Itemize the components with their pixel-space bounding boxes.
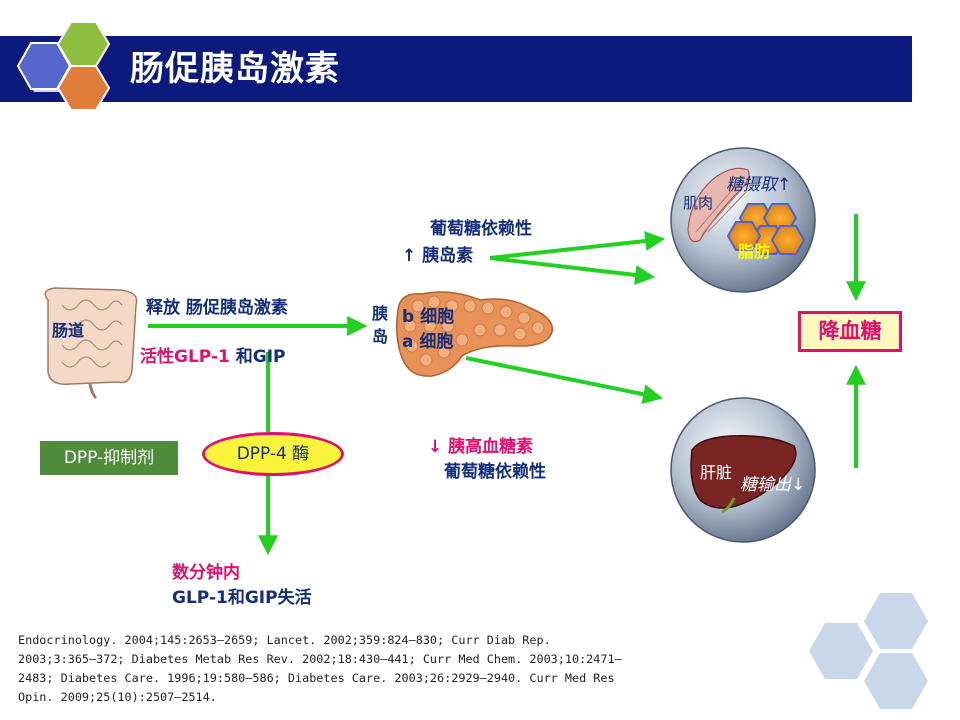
intestine-label: 肠道 — [52, 321, 85, 340]
glucagon-label: ↓ 胰高血糖素 — [428, 436, 533, 458]
release-label: 释放 肠促胰岛激素 — [146, 298, 288, 318]
active-glp1-suffix: 和GIP — [229, 347, 286, 367]
reference-line-4: Opin. 2009;25(10):2507–2514. — [18, 690, 217, 704]
liver-sphere — [670, 397, 816, 543]
glucagon-text: 胰高血糖素 — [448, 437, 534, 457]
glucose-uptake-label: 糖摄取↑ — [726, 175, 792, 195]
pancreas-label-1: 胰 — [372, 304, 389, 323]
fat-label: 脂肪 — [738, 242, 771, 261]
arrows — [148, 214, 866, 556]
minutes-label: 数分钟内 — [172, 563, 240, 583]
insulin-to-fat-arrow — [489, 256, 656, 285]
decorative-hexagons — [809, 593, 928, 709]
lower-blood-glucose-box: 降血糖 — [798, 311, 902, 352]
dpp-inhibitor-box: DPP-抑制剂 — [40, 441, 178, 475]
dpp4-enzyme-ellipse: DPP-4 酶 — [202, 432, 344, 476]
glucagon-to-liver-arrow — [465, 356, 663, 405]
active-glp1-label: 活性GLP-1 和GIP — [140, 346, 286, 368]
insulin-label: ↑ 胰岛素 — [402, 245, 473, 267]
glucose-dependent-bottom-label: 葡萄糖依赖性 — [444, 462, 546, 482]
insulin-text: 胰岛素 — [422, 246, 474, 266]
down-arrow-icon: ↓ — [428, 437, 443, 457]
slide-title: 肠促胰岛激素 — [130, 49, 340, 89]
inactivated-label: GLP-1和GIP失活 — [172, 588, 312, 608]
liver-label: 肝脏 — [700, 463, 733, 482]
title-bar — [0, 36, 912, 102]
active-glp1-prefix: 活性GLP-1 — [140, 347, 230, 367]
muscle-label: 肌肉 — [683, 194, 714, 212]
glucose-output-label: 糖输出↓ — [740, 475, 806, 495]
pancreas-label-2: 岛 — [372, 327, 389, 346]
reference-line-1: Endocrinology. 2004;145:2653–2659; Lance… — [18, 633, 551, 647]
alpha-cell-label: a 细胞 — [402, 332, 454, 352]
reference-line-3: 2483; Diabetes Care. 1996;19:580–586; Di… — [18, 671, 615, 685]
pancreas-illustration — [395, 291, 554, 377]
hexagon-logo — [16, 21, 111, 111]
insulin-to-muscle-arrow — [489, 231, 666, 260]
glucose-dependent-top-label: 葡萄糖依赖性 — [430, 219, 532, 239]
beta-cell-label: b 细胞 — [402, 307, 455, 327]
muscle-fat-sphere — [670, 147, 816, 293]
intestine-illustration — [44, 287, 138, 400]
up-arrow-icon: ↑ — [402, 246, 417, 266]
reference-line-2: 2003;3:365–372; Diabetes Metab Res Rev. … — [18, 652, 622, 666]
references: Endocrinology. 2004;145:2653–2659; Lance… — [18, 631, 738, 707]
